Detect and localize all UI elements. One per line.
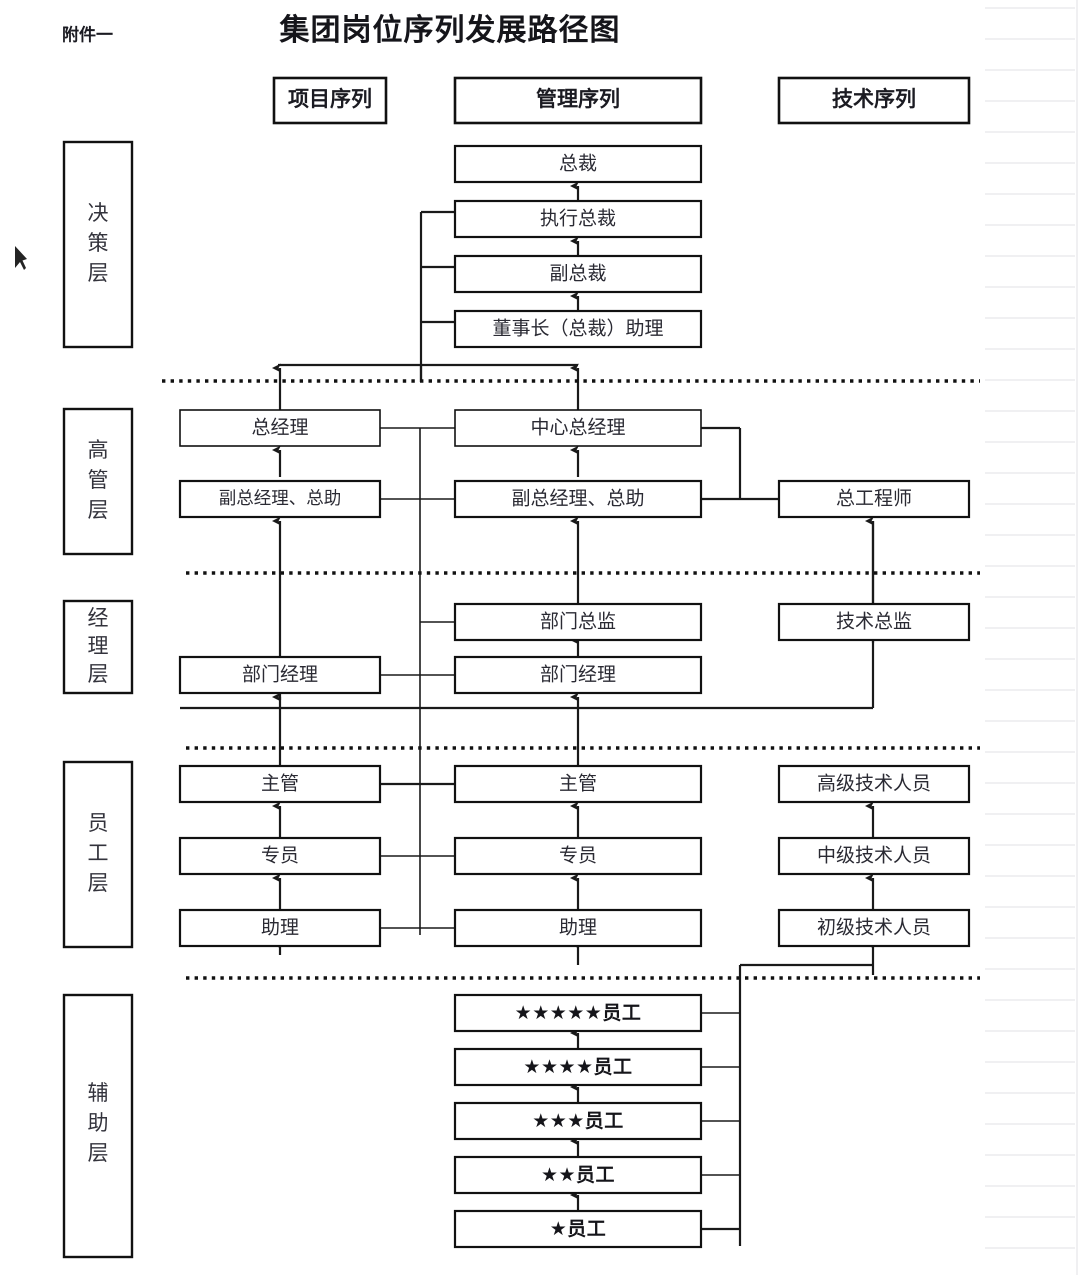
node-mid-tech[interactable]: 中级技术人员	[777, 836, 971, 876]
node-dept-manager-center-label: 部门经理	[540, 663, 616, 685]
node-staff-1star[interactable]: ★员工	[453, 1209, 703, 1249]
node-dept-manager-center[interactable]: 部门经理	[453, 655, 703, 695]
attachment-label: 附件一	[62, 24, 113, 44]
layer-manager-char-2: 理	[88, 634, 109, 658]
node-staff-5star[interactable]: ★★★★★员工	[453, 993, 703, 1033]
column-header-management-label: 管理序列	[536, 87, 620, 111]
layer-label-support: 辅 助 层	[62, 993, 134, 1259]
node-chairman-assistant[interactable]: 董事长（总裁）助理	[453, 309, 703, 349]
node-dept-director[interactable]: 部门总监	[453, 602, 703, 642]
layer-label-staff: 员 工 层	[62, 760, 134, 949]
node-staff-4star-label: ★★★★员工	[523, 1056, 632, 1078]
node-supervisor-project-label: 主管	[261, 772, 299, 794]
layer-support-char-3: 层	[88, 1141, 109, 1165]
node-vice-president-label: 副总裁	[549, 262, 606, 284]
node-assistant-center[interactable]: 助理	[453, 908, 703, 948]
layer-executive-char-3: 层	[88, 498, 109, 522]
node-junior-tech[interactable]: 初级技术人员	[777, 908, 971, 948]
node-chairman-assistant-label: 董事长（总裁）助理	[492, 317, 663, 339]
node-staff-5star-label: ★★★★★员工	[515, 1002, 642, 1024]
node-senior-tech-label: 高级技术人员	[817, 772, 931, 794]
node-dept-manager-project-label: 部门经理	[242, 663, 318, 685]
layer-manager-char-3: 层	[88, 662, 109, 686]
layer-staff-char-1: 员	[88, 811, 109, 835]
node-specialist-project-label: 专员	[261, 844, 299, 866]
node-gm-center[interactable]: 中心总经理	[454, 409, 702, 447]
column-header-technical[interactable]: 技术序列	[777, 76, 971, 125]
node-vgm-center-label: 副总经理、总助	[511, 487, 644, 509]
node-specialist-center-label: 专员	[559, 844, 597, 866]
node-senior-tech[interactable]: 高级技术人员	[777, 764, 971, 804]
node-staff-3star[interactable]: ★★★员工	[453, 1101, 703, 1141]
node-supervisor-project[interactable]: 主管	[178, 764, 382, 804]
layer-decision-char-2: 策	[88, 231, 109, 255]
node-chief-engineer[interactable]: 总工程师	[777, 479, 971, 519]
node-assistant-project[interactable]: 助理	[178, 908, 382, 948]
column-header-project[interactable]: 项目序列	[272, 76, 388, 125]
node-gm-center-label: 中心总经理	[530, 416, 625, 438]
layer-executive-char-1: 高	[88, 438, 109, 462]
layer-decision-char-1: 决	[88, 201, 109, 225]
node-vgm-project-label: 副总经理、总助	[219, 488, 342, 508]
node-dept-manager-project[interactable]: 部门经理	[178, 655, 382, 695]
column-header-technical-label: 技术序列	[832, 87, 916, 111]
cursor-pointer-icon	[15, 246, 27, 270]
layer-executive-char-2: 管	[88, 468, 109, 492]
node-staff-2star-label: ★★员工	[541, 1164, 615, 1186]
node-staff-3star-label: ★★★员工	[532, 1110, 624, 1132]
node-staff-2star[interactable]: ★★员工	[453, 1155, 703, 1195]
column-header-project-label: 项目序列	[288, 87, 372, 111]
layer-support-char-2: 助	[88, 1111, 109, 1135]
node-vgm-project[interactable]: 副总经理、总助	[178, 479, 382, 519]
node-dept-director-label: 部门总监	[540, 610, 616, 632]
layer-manager-char-1: 经	[88, 606, 109, 630]
node-staff-4star[interactable]: ★★★★员工	[453, 1047, 703, 1087]
node-gm-project[interactable]: 总经理	[179, 409, 381, 447]
node-junior-tech-label: 初级技术人员	[817, 916, 931, 938]
node-chief-engineer-label: 总工程师	[836, 487, 912, 509]
node-staff-1star-label: ★员工	[550, 1218, 607, 1240]
layer-label-decision: 决 策 层	[62, 140, 134, 349]
node-exec-president-label: 执行总裁	[540, 207, 616, 229]
layer-staff-char-2: 工	[88, 841, 109, 865]
layer-label-executive: 高 管 层	[62, 407, 134, 556]
node-president-label: 总裁	[559, 152, 597, 174]
node-supervisor-center[interactable]: 主管	[453, 764, 703, 804]
node-assistant-project-label: 助理	[261, 916, 299, 938]
node-exec-president[interactable]: 执行总裁	[453, 199, 703, 239]
page-title: 集团岗位序列发展路径图	[279, 13, 621, 47]
node-mid-tech-label: 中级技术人员	[817, 844, 931, 866]
node-assistant-center-label: 助理	[559, 916, 597, 938]
layer-label-manager: 经 理 层	[62, 599, 134, 695]
node-president[interactable]: 总裁	[453, 144, 703, 184]
node-specialist-center[interactable]: 专员	[453, 836, 703, 876]
column-header-management[interactable]: 管理序列	[453, 76, 703, 125]
node-gm-project-label: 总经理	[251, 416, 308, 438]
layer-decision-char-3: 层	[88, 261, 109, 285]
layer-support-char-1: 辅	[88, 1081, 109, 1105]
node-tech-director-label: 技术总监	[836, 610, 912, 632]
node-vice-president[interactable]: 副总裁	[453, 254, 703, 294]
node-vgm-center[interactable]: 副总经理、总助	[453, 479, 703, 519]
node-supervisor-center-label: 主管	[559, 772, 597, 794]
layer-staff-char-3: 层	[88, 871, 109, 895]
node-specialist-project[interactable]: 专员	[178, 836, 382, 876]
node-tech-director[interactable]: 技术总监	[777, 602, 971, 642]
